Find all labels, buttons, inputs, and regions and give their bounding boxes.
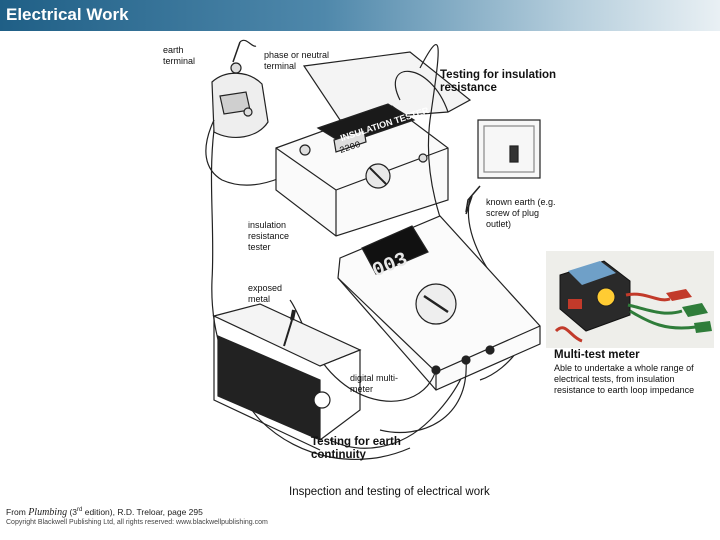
earth-terminal-label: earth terminal (163, 45, 196, 66)
digital-multimeter-drawing (337, 215, 541, 391)
plug-drawing (211, 39, 269, 139)
insulation-tester-label: insulation resistance tester (248, 220, 290, 252)
testing-earth-heading: Testing for earth continuity (311, 436, 401, 461)
multi-test-meter-heading: Multi-test meter (554, 349, 640, 361)
testing-insulation-heading: Testing for insulation resistance (440, 69, 557, 94)
known-earth-label: known earth (e.g. screw of plug outlet) (486, 197, 556, 229)
exposed-metal-label: exposed metal (248, 283, 283, 304)
multi-test-meter-description: Able to undertake a whole range of elect… (554, 363, 695, 395)
exposed-metal-drawing (212, 303, 362, 451)
slide-title: Electrical Work (6, 5, 129, 24)
source-edition-open: (3 (67, 507, 78, 517)
multi-test-meter-photo (546, 251, 714, 348)
title-bar: Electrical Work (0, 0, 720, 31)
insulation-tester-drawing (275, 51, 472, 237)
source-prefix: From (6, 507, 29, 517)
copyright-notice: Copyright Blackwell Publishing Ltd, all … (6, 519, 268, 526)
source-credit: From Plumbing (3rd edition), R.D. Treloa… (6, 507, 203, 518)
source-book-title: Plumbing (28, 507, 68, 518)
source-edition-sup: rd (77, 507, 83, 514)
phase-neutral-terminal-label: phase or neutral terminal (264, 50, 330, 71)
figure-caption: Inspection and testing of electrical wor… (289, 486, 490, 498)
digital-multimeter-label: digital multi-meter (350, 373, 399, 394)
wall-socket-drawing (465, 119, 541, 381)
source-rest: edition), R.D. Treloar, page 295 (82, 507, 203, 517)
